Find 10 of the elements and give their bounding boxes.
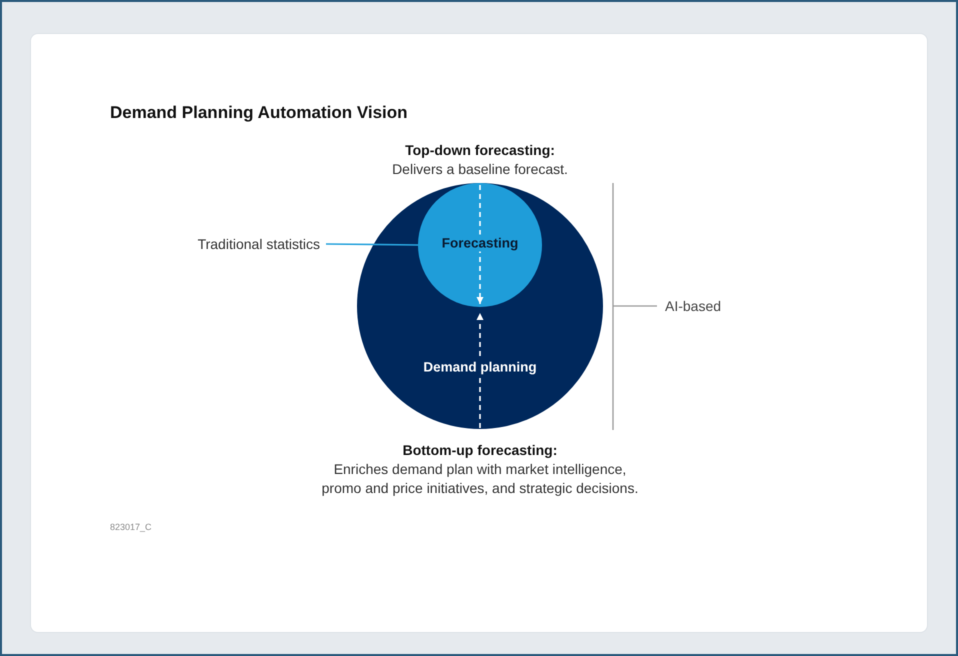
diagram-title: Demand Planning Automation Vision <box>110 103 408 123</box>
annotation-text: Delivers a baseline forecast. <box>392 160 568 179</box>
bracket-label: AI-based <box>665 296 722 316</box>
annotation-heading: Top-down forecasting: <box>405 141 555 160</box>
leader-line <box>326 243 418 246</box>
figure-id: 823017_C <box>110 521 152 533</box>
annotation-text: Enriches demand plan with market intelligence, promo and price initiatives, and strategic decisions. <box>320 460 640 498</box>
annotation-text: Traditional statistics <box>198 234 320 254</box>
annotation-heading: Bottom-up forecasting: <box>402 441 558 460</box>
dashed-arrow <box>476 185 484 304</box>
